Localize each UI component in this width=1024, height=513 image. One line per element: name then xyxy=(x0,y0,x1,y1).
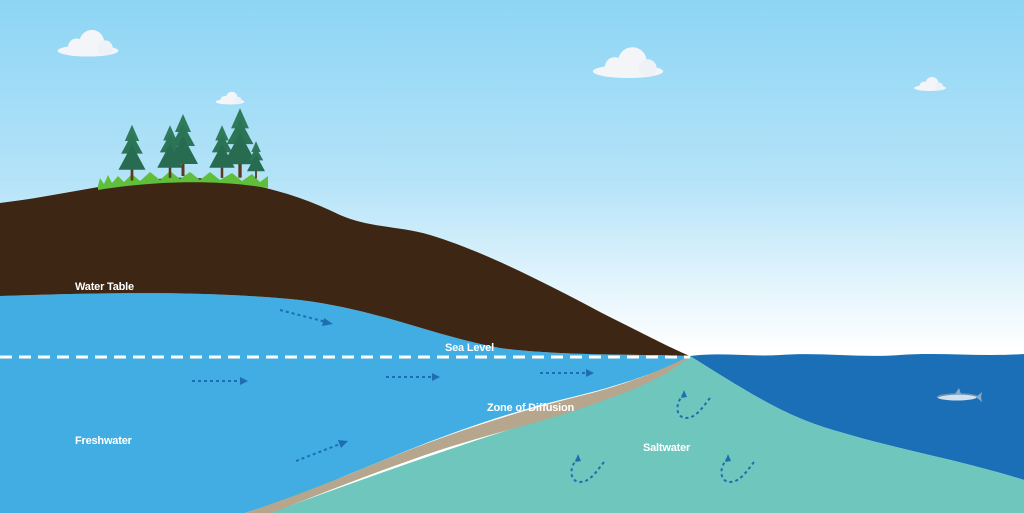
saltwater-zone xyxy=(270,356,1024,513)
sea-level-label: Sea Level xyxy=(445,342,494,354)
freshwater-zone xyxy=(0,293,690,513)
flow-arrow-icon xyxy=(192,377,248,385)
zone-of-diffusion-label: Zone of Diffusion xyxy=(487,402,575,414)
zone-of-diffusion-band xyxy=(245,356,690,513)
flow-arrow-icon xyxy=(386,373,440,381)
fish-icon xyxy=(936,388,982,402)
ocean xyxy=(690,354,1024,480)
saltwater-label: Saltwater xyxy=(643,442,691,454)
flow-arrow-icon xyxy=(295,440,348,462)
flow-arrow-icon xyxy=(279,309,333,326)
hill-soil xyxy=(0,177,690,356)
freshwater-label: Freshwater xyxy=(75,435,132,447)
grass xyxy=(98,171,268,190)
flow-arrows xyxy=(192,309,594,462)
flow-arrow-icon xyxy=(540,369,594,377)
water-table-label: Water Table xyxy=(75,281,134,293)
